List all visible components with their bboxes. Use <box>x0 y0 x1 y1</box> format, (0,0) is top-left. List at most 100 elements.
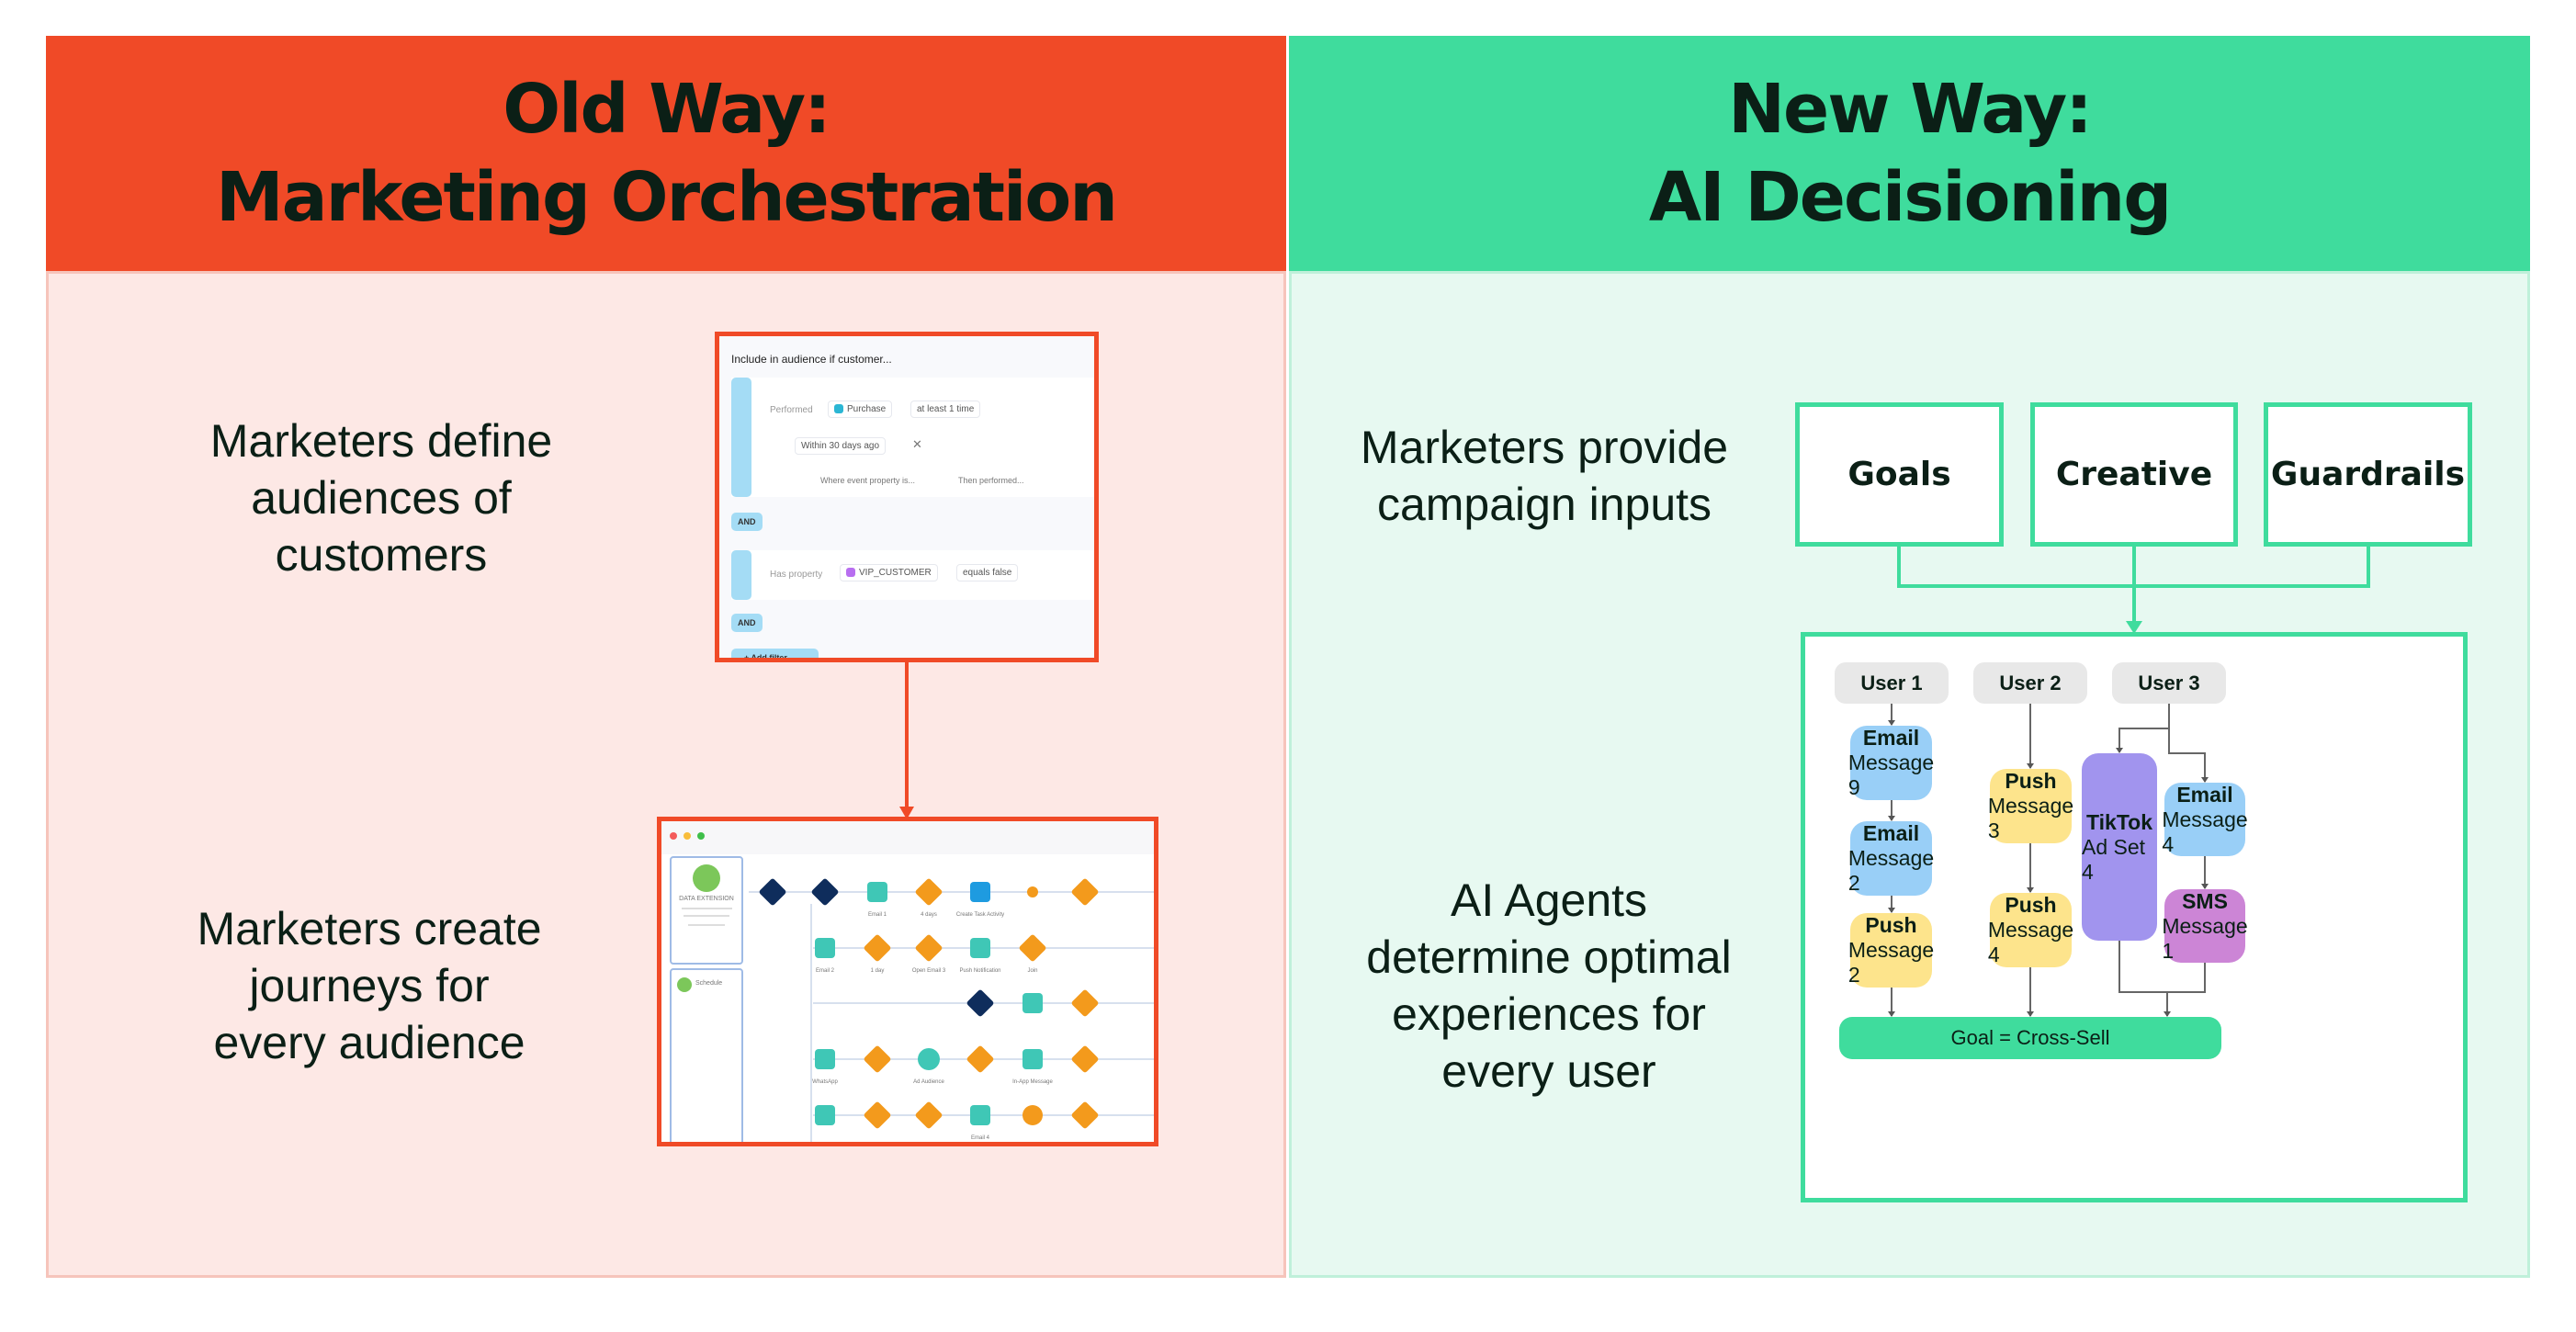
journey-node-label: Ad Audience <box>913 1079 944 1085</box>
window-chip[interactable]: Within 30 days ago <box>795 437 887 455</box>
property-chip[interactable]: VIP_CUSTOMER <box>840 564 938 581</box>
data-extension-icon <box>693 864 720 892</box>
message: Message 3 <box>1987 794 2074 842</box>
and-button[interactable]: AND <box>731 513 763 531</box>
channel: Push <box>2005 769 2057 793</box>
journey-node[interactable] <box>863 1044 891 1073</box>
journey-node[interactable] <box>966 1044 994 1073</box>
has-property-label: Has property <box>770 570 823 580</box>
journey-node[interactable] <box>867 882 887 902</box>
journey-node[interactable] <box>815 1049 835 1069</box>
message: Message 1 <box>2162 913 2248 963</box>
new-way-title-line2: AI Decisioning <box>1648 158 2172 237</box>
event-icon <box>834 404 843 414</box>
journey-node[interactable] <box>970 938 990 958</box>
message: Message 4 <box>1987 918 2074 966</box>
journey-node[interactable] <box>1070 877 1099 906</box>
text-line: AI Agents <box>1450 875 1648 926</box>
message: Message 9 <box>1847 751 1935 799</box>
text-line: customers <box>275 529 488 581</box>
entry-source-label: DATA EXTENSION <box>679 896 734 902</box>
text-line: Marketers create <box>197 903 542 954</box>
message: Ad Set 4 <box>2082 834 2146 884</box>
journey-node[interactable] <box>758 877 786 906</box>
journey-node[interactable] <box>1070 988 1099 1017</box>
entry-source-card[interactable]: DATA EXTENSION <box>670 856 743 965</box>
journey-node-label: Join <box>1027 968 1037 974</box>
journey-node-label: Email 4 <box>971 1135 990 1141</box>
maximize-dot <box>697 832 705 840</box>
journey-node-label: 4 days <box>921 912 937 918</box>
new-way-title-line1: New Way: <box>1728 70 2093 149</box>
journey-node-label: Email 1 <box>868 912 887 918</box>
journey-node[interactable] <box>1070 1101 1099 1129</box>
where-link[interactable]: Where event property is... <box>820 476 916 485</box>
and-button[interactable]: AND <box>731 614 763 632</box>
audience-builder-screenshot: Include in audience if customer... Perfo… <box>715 332 1099 662</box>
channel: Email <box>1862 821 1920 845</box>
goal-bar: Goal = Cross-Sell <box>1839 1017 2221 1059</box>
user-1-label: User 1 <box>1835 662 1949 704</box>
journey-node[interactable] <box>1022 1049 1043 1069</box>
close-icon[interactable]: ✕ <box>912 437 922 451</box>
journey-node[interactable] <box>918 1048 940 1070</box>
window-titlebar <box>661 821 1154 854</box>
goals-box: Goals <box>1795 402 2004 547</box>
journey-node[interactable] <box>970 1105 990 1125</box>
user-2-label: User 2 <box>1973 662 2087 704</box>
old-way-header: Old Way: Marketing Orchestration <box>46 36 1286 271</box>
condition-chip[interactable]: equals false <box>956 564 1019 581</box>
journey-node[interactable] <box>914 1101 943 1129</box>
property-name: VIP_CUSTOMER <box>859 568 932 578</box>
journey-node-label: Open Email 3 <box>912 968 946 974</box>
journey-node[interactable] <box>914 933 943 962</box>
frequency-chip[interactable]: at least 1 time <box>910 401 981 418</box>
property-icon <box>846 568 855 578</box>
journey-node-label: WhatsApp <box>812 1079 838 1085</box>
text-line: Marketers provide <box>1360 422 1729 473</box>
channel: Push <box>2005 893 2057 917</box>
journey-node[interactable] <box>970 882 990 902</box>
channel: Email <box>1862 726 1920 750</box>
schedule-card[interactable]: Schedule <box>670 968 743 1142</box>
journey-node[interactable] <box>914 877 943 906</box>
add-filter-button[interactable]: + Add filter <box>731 649 819 658</box>
journey-node-label: Email 2 <box>816 968 835 974</box>
event-chip[interactable]: Purchase <box>828 401 893 418</box>
message: Message 2 <box>1847 846 1935 895</box>
channel: TikTok <box>2086 809 2152 834</box>
journey-node[interactable] <box>1022 1105 1043 1125</box>
text-line: every audience <box>213 1017 525 1068</box>
channel: SMS <box>2182 888 2228 913</box>
old-way-title-line2: Marketing Orchestration <box>216 158 1118 237</box>
journey-node[interactable] <box>815 1105 835 1125</box>
journey-node[interactable] <box>815 938 835 958</box>
journey-node[interactable] <box>863 1101 891 1129</box>
journey-node[interactable] <box>1027 886 1038 897</box>
message: Message 4 <box>2162 807 2248 856</box>
schedule-icon <box>677 977 692 992</box>
performed-label: Performed <box>770 405 813 415</box>
journey-node[interactable] <box>810 877 839 906</box>
text-line: determine optimal <box>1366 931 1732 983</box>
journey-node[interactable] <box>966 988 994 1017</box>
text-line: campaign inputs <box>1376 479 1712 530</box>
text-line: audiences of <box>251 472 512 524</box>
journey-node[interactable] <box>1022 993 1043 1013</box>
then-link[interactable]: Then performed... <box>958 476 1024 485</box>
text-line: Marketers define <box>209 415 553 467</box>
text-line: every user <box>1441 1045 1656 1097</box>
user-3-label: User 3 <box>2112 662 2226 704</box>
audience-heading: Include in audience if customer... <box>731 353 892 366</box>
journey-node[interactable] <box>1070 1044 1099 1073</box>
journey-node[interactable] <box>1018 933 1046 962</box>
journey-node[interactable] <box>863 933 891 962</box>
text-line: journeys for <box>249 960 490 1011</box>
message: Message 2 <box>1847 938 1935 987</box>
